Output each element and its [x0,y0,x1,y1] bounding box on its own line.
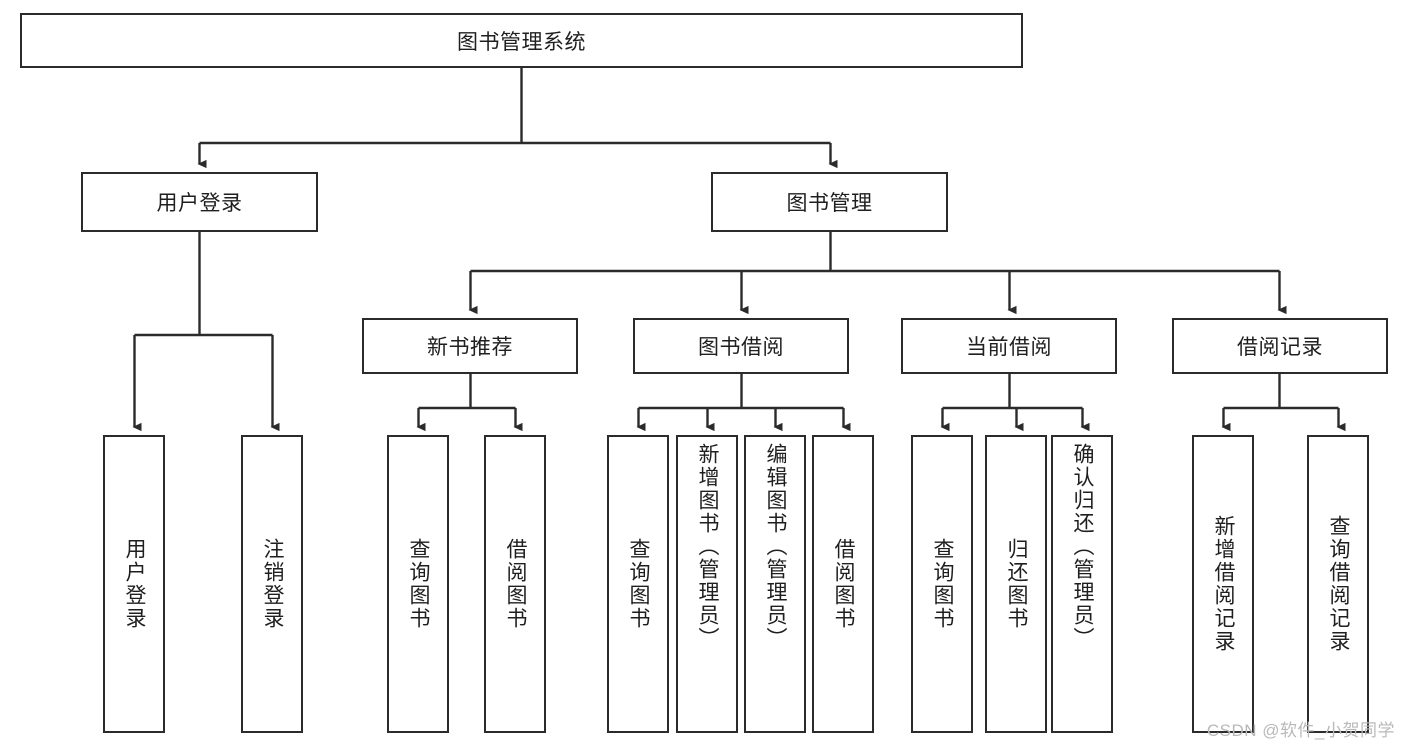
node-new-book-recommend[interactable]: 新书推荐 [362,318,578,374]
node-leaf-confirm-return-admin[interactable]: 确认归还（管理员） [1051,435,1113,733]
node-label: 查询图书 [931,538,955,630]
node-leaf-query-book-borrow[interactable]: 查询图书 [607,435,669,733]
node-root-system[interactable]: 图书管理系统 [20,13,1023,68]
node-book-manage[interactable]: 图书管理 [711,172,948,232]
node-leaf-query-book-recommend[interactable]: 查询图书 [387,435,449,733]
node-label: 查询图书 [627,538,651,630]
node-leaf-add-book-admin[interactable]: 新增图书（管理员） [676,435,738,733]
node-label: 确认归还（管理员） [1071,443,1095,650]
node-user-login[interactable]: 用户登录 [81,172,318,232]
node-leaf-add-borrow-record[interactable]: 新增借阅记录 [1192,435,1254,733]
node-leaf-edit-book-admin[interactable]: 编辑图书（管理员） [744,435,806,733]
node-label: 图书管理 [786,192,873,215]
node-label: 新书推荐 [427,336,513,359]
node-label: 查询借阅记录 [1327,515,1351,653]
node-label: 图书借阅 [698,336,784,359]
node-label: 注销登录 [261,538,285,630]
node-label: 当前借阅 [966,336,1052,359]
node-current-borrow[interactable]: 当前借阅 [901,318,1117,374]
node-label: 用户登录 [156,192,243,215]
node-leaf-user-logout[interactable]: 注销登录 [241,435,303,733]
node-label: 归还图书 [1005,538,1029,630]
node-book-borrow[interactable]: 图书借阅 [633,318,849,374]
node-label: 编辑图书（管理员） [764,443,788,650]
node-leaf-borrow-book[interactable]: 借阅图书 [812,435,874,733]
node-leaf-query-borrow-record[interactable]: 查询借阅记录 [1307,435,1369,733]
node-label: 查询图书 [407,538,431,630]
node-label: 新增图书（管理员） [696,443,720,650]
node-leaf-return-book[interactable]: 归还图书 [985,435,1047,733]
node-label: 借阅图书 [832,538,856,630]
node-leaf-borrow-book-recommend[interactable]: 借阅图书 [484,435,546,733]
node-label: 借阅图书 [504,538,528,630]
node-leaf-user-login[interactable]: 用户登录 [103,435,165,733]
node-leaf-query-book-current[interactable]: 查询图书 [911,435,973,733]
node-borrow-record[interactable]: 借阅记录 [1172,318,1388,374]
node-label: 新增借阅记录 [1212,515,1236,653]
node-label: 借阅记录 [1237,336,1323,359]
node-label: 用户登录 [123,538,147,630]
node-label: 图书管理系统 [457,30,586,54]
